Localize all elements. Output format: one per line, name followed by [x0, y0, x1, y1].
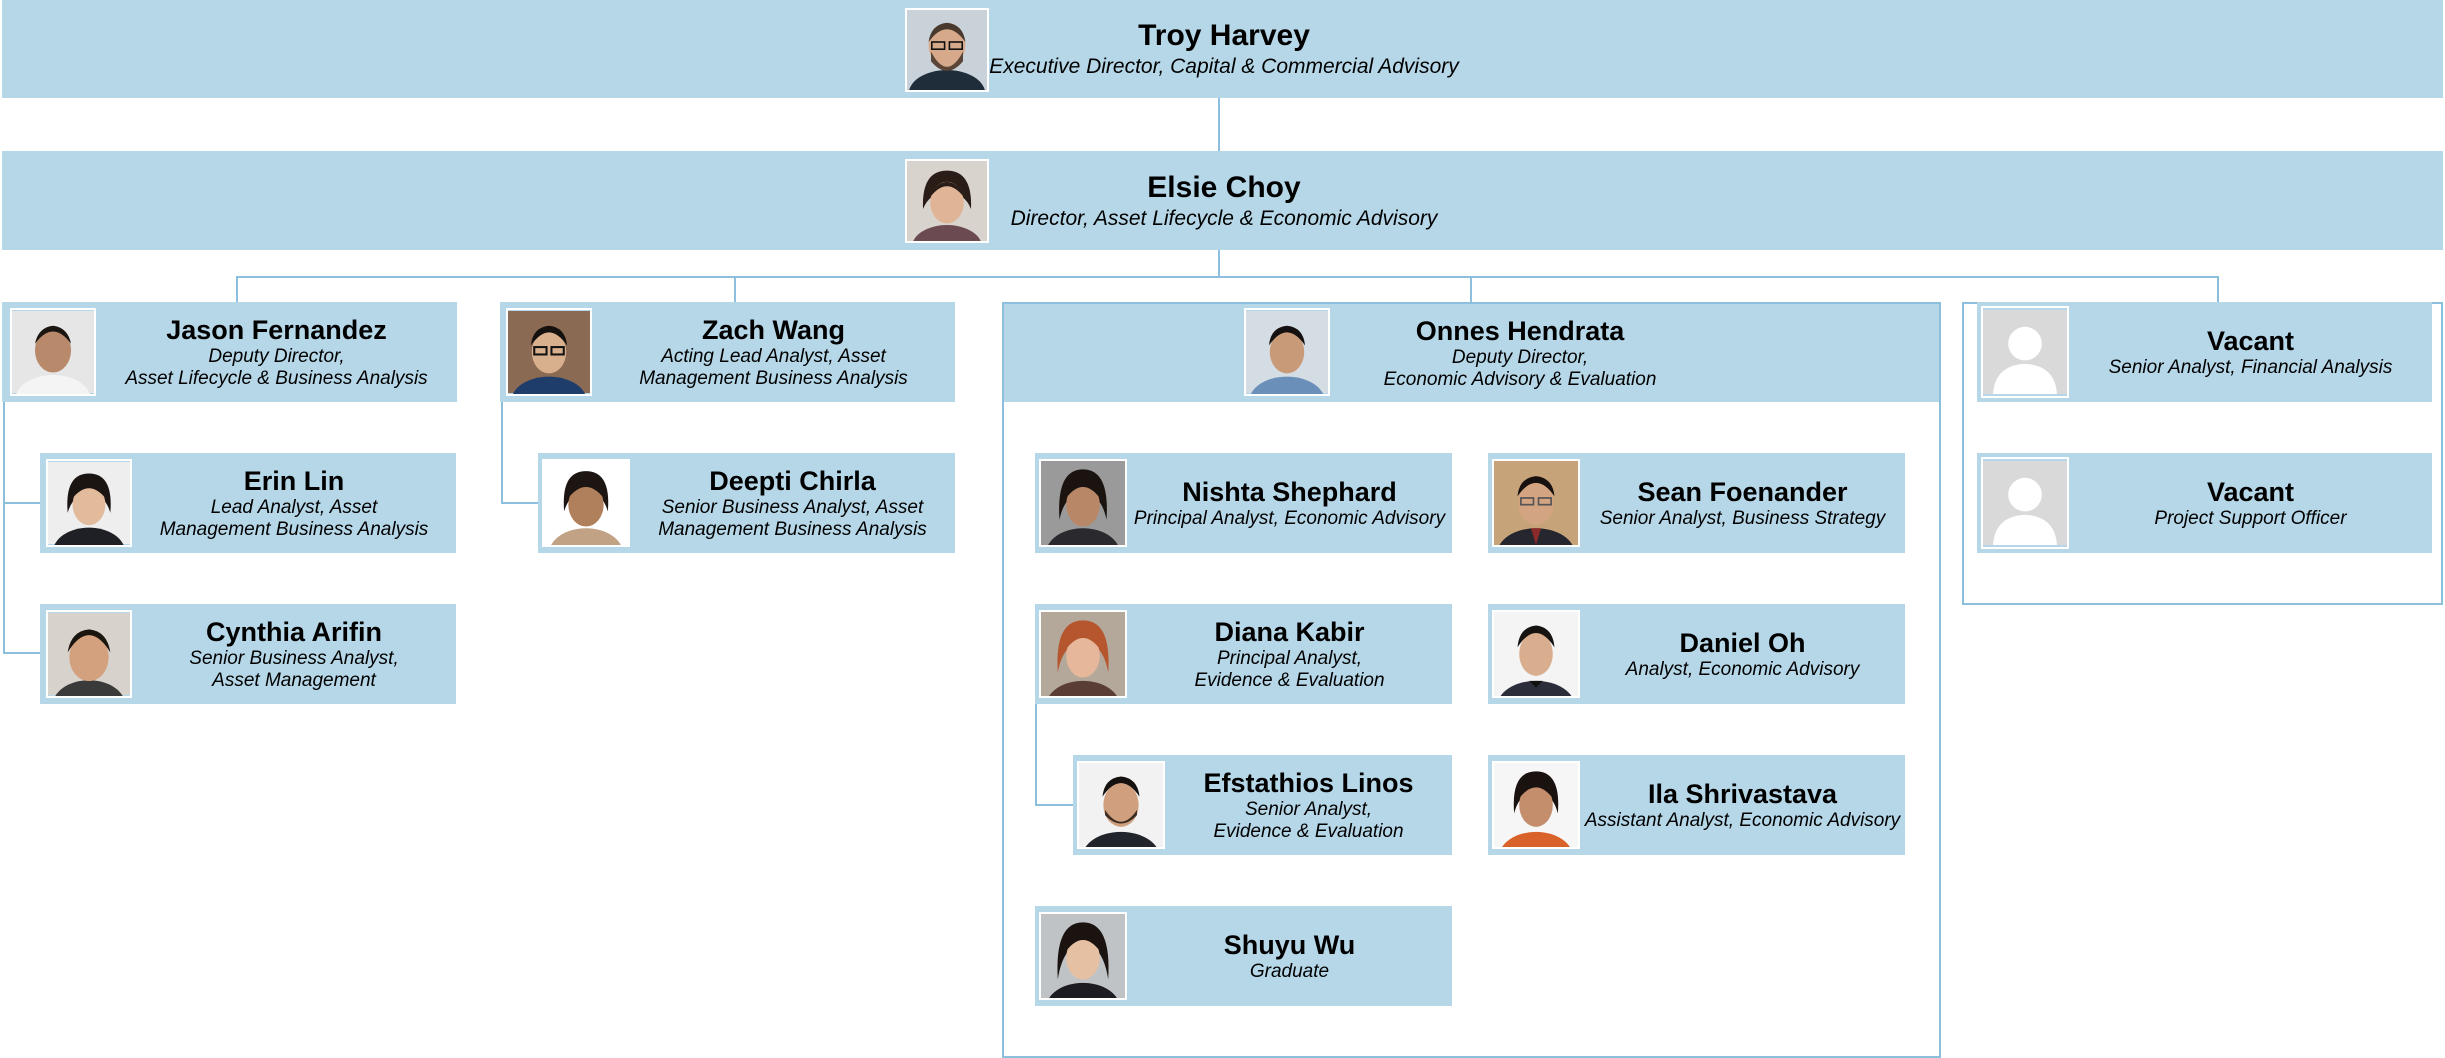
- name-daniel-oh: Daniel Oh: [1679, 628, 1806, 658]
- title-troy-harvey: Executive Director, Capital & Commercial…: [989, 55, 1459, 78]
- photo-erin-lin: [46, 459, 132, 547]
- connector-onnes-up: [1470, 276, 1472, 303]
- photo-nishta-shephard: [1039, 459, 1127, 547]
- title-daniel-oh: Analyst, Economic Advisory: [1625, 659, 1860, 680]
- name-diana-kabir: Diana Kabir: [1214, 617, 1365, 647]
- connector-jason-up: [236, 276, 238, 303]
- person-card-erin-lin: Erin Lin Lead Analyst, Asset Management …: [40, 453, 456, 553]
- photo-shuyu-wu: [1039, 912, 1127, 1000]
- person-card-onnes-hendrata: Onnes Hendrata Deputy Director, Economic…: [1004, 304, 1939, 402]
- title-erin-lin-line1: Lead Analyst, Asset: [210, 497, 378, 518]
- photo-sean-foenander: [1492, 459, 1580, 547]
- connector-level3-horizontal: [236, 276, 2219, 278]
- title-zach-wang-line1: Acting Lead Analyst, Asset: [661, 346, 886, 367]
- title-vacant-financial: Senior Analyst, Financial Analysis: [2108, 357, 2393, 378]
- connector-zach-reports-vertical: [501, 402, 503, 504]
- person-card-cynthia-arifin: Cynthia Arifin Senior Business Analyst, …: [40, 604, 456, 704]
- photo-troy-harvey: [905, 8, 989, 92]
- title-vacant-project-support: Project Support Officer: [2154, 508, 2347, 529]
- name-deepti-chirla: Deepti Chirla: [709, 466, 876, 496]
- title-nishta-shephard: Principal Analyst, Economic Advisory: [1133, 508, 1446, 529]
- person-card-troy-harvey: Troy Harvey Executive Director, Capital …: [2, 0, 2443, 98]
- title-jason-fernandez-line2: Asset Lifecycle & Business Analysis: [125, 368, 428, 389]
- photo-zach-wang: [506, 308, 592, 396]
- placeholder-avatar-icon: [1981, 457, 2069, 549]
- photo-deepti-chirla: [542, 459, 630, 547]
- person-card-elsie-choy: Elsie Choy Director, Asset Lifecycle & E…: [2, 151, 2443, 250]
- title-zach-wang-line2: Management Business Analysis: [639, 368, 908, 389]
- name-elsie-choy: Elsie Choy: [1147, 170, 1301, 204]
- person-card-vacant-financial: Vacant Senior Analyst, Financial Analysi…: [1977, 302, 2432, 402]
- connector-vacant-up: [2217, 276, 2219, 303]
- title-ila-shrivastava: Assistant Analyst, Economic Advisory: [1584, 810, 1901, 831]
- name-sean-foenander: Sean Foenander: [1637, 477, 1848, 507]
- title-cynthia-arifin-line2: Asset Management: [212, 670, 376, 691]
- photo-onnes-hendrata: [1244, 308, 1330, 396]
- name-efstathios-linos: Efstathios Linos: [1203, 768, 1414, 798]
- title-efstathios-linos-line1: Senior Analyst,: [1244, 799, 1373, 820]
- title-deepti-chirla-line2: Management Business Analysis: [658, 519, 927, 540]
- title-onnes-hendrata-line2: Economic Advisory & Evaluation: [1383, 369, 1657, 390]
- connector-diana-reports-vertical: [1035, 703, 1037, 806]
- photo-efstathios-linos: [1077, 761, 1165, 849]
- title-efstathios-linos-line2: Evidence & Evaluation: [1213, 821, 1404, 842]
- person-card-ila-shrivastava: Ila Shrivastava Assistant Analyst, Econo…: [1488, 755, 1905, 855]
- connector-troy-elsie: [1218, 98, 1220, 152]
- name-jason-fernandez: Jason Fernandez: [166, 315, 387, 345]
- connector-jason-cynthia: [3, 652, 41, 654]
- photo-ila-shrivastava: [1492, 761, 1580, 849]
- placeholder-avatar-icon: [1981, 306, 2069, 398]
- person-card-jason-fernandez: Jason Fernandez Deputy Director, Asset L…: [2, 302, 457, 402]
- person-card-efstathios-linos: Efstathios Linos Senior Analyst, Evidenc…: [1073, 755, 1452, 855]
- name-vacant-financial: Vacant: [2206, 326, 2295, 356]
- person-card-vacant-project-support: Vacant Project Support Officer: [1977, 453, 2432, 553]
- connector-jason-erin: [3, 502, 41, 504]
- person-card-deepti-chirla: Deepti Chirla Senior Business Analyst, A…: [538, 453, 955, 553]
- title-elsie-choy: Director, Asset Lifecycle & Economic Adv…: [1010, 206, 1438, 230]
- name-shuyu-wu: Shuyu Wu: [1223, 930, 1356, 960]
- photo-cynthia-arifin: [46, 610, 132, 698]
- photo-daniel-oh: [1492, 610, 1580, 698]
- connector-zach-up: [734, 276, 736, 303]
- title-cynthia-arifin-line1: Senior Business Analyst,: [189, 648, 399, 669]
- title-sean-foenander: Senior Analyst, Business Strategy: [1599, 508, 1886, 529]
- person-card-diana-kabir: Diana Kabir Principal Analyst, Evidence …: [1035, 604, 1452, 704]
- name-cynthia-arifin: Cynthia Arifin: [205, 617, 382, 647]
- photo-diana-kabir: [1039, 610, 1127, 698]
- name-onnes-hendrata: Onnes Hendrata: [1415, 316, 1625, 346]
- person-card-sean-foenander: Sean Foenander Senior Analyst, Business …: [1488, 453, 1905, 553]
- connector-diana-efstathios: [1035, 804, 1073, 806]
- photo-elsie-choy: [905, 159, 989, 243]
- person-card-shuyu-wu: Shuyu Wu Graduate: [1035, 906, 1452, 1006]
- name-vacant-project-support: Vacant: [2206, 477, 2295, 507]
- title-jason-fernandez-line1: Deputy Director,: [208, 346, 345, 367]
- connector-jason-reports-vertical: [3, 402, 5, 654]
- title-diana-kabir-line1: Principal Analyst,: [1216, 648, 1363, 669]
- onnes-team-container: [1002, 302, 1941, 1058]
- person-card-nishta-shephard: Nishta Shephard Principal Analyst, Econo…: [1035, 453, 1452, 553]
- title-erin-lin-line2: Management Business Analysis: [159, 519, 429, 540]
- name-troy-harvey: Troy Harvey: [1138, 19, 1310, 52]
- title-deepti-chirla-line1: Senior Business Analyst, Asset: [661, 497, 924, 518]
- photo-jason-fernandez: [10, 308, 96, 396]
- name-zach-wang: Zach Wang: [701, 315, 845, 345]
- person-card-daniel-oh: Daniel Oh Analyst, Economic Advisory: [1488, 604, 1905, 704]
- title-diana-kabir-line2: Evidence & Evaluation: [1194, 670, 1385, 691]
- name-ila-shrivastava: Ila Shrivastava: [1647, 779, 1838, 809]
- connector-zach-deepti: [501, 502, 539, 504]
- person-card-zach-wang: Zach Wang Acting Lead Analyst, Asset Man…: [500, 302, 955, 402]
- name-erin-lin: Erin Lin: [243, 466, 345, 496]
- title-onnes-hendrata-line1: Deputy Director,: [1451, 347, 1589, 368]
- name-nishta-shephard: Nishta Shephard: [1182, 477, 1397, 507]
- connector-elsie-down: [1218, 250, 1220, 277]
- title-shuyu-wu: Graduate: [1249, 961, 1330, 982]
